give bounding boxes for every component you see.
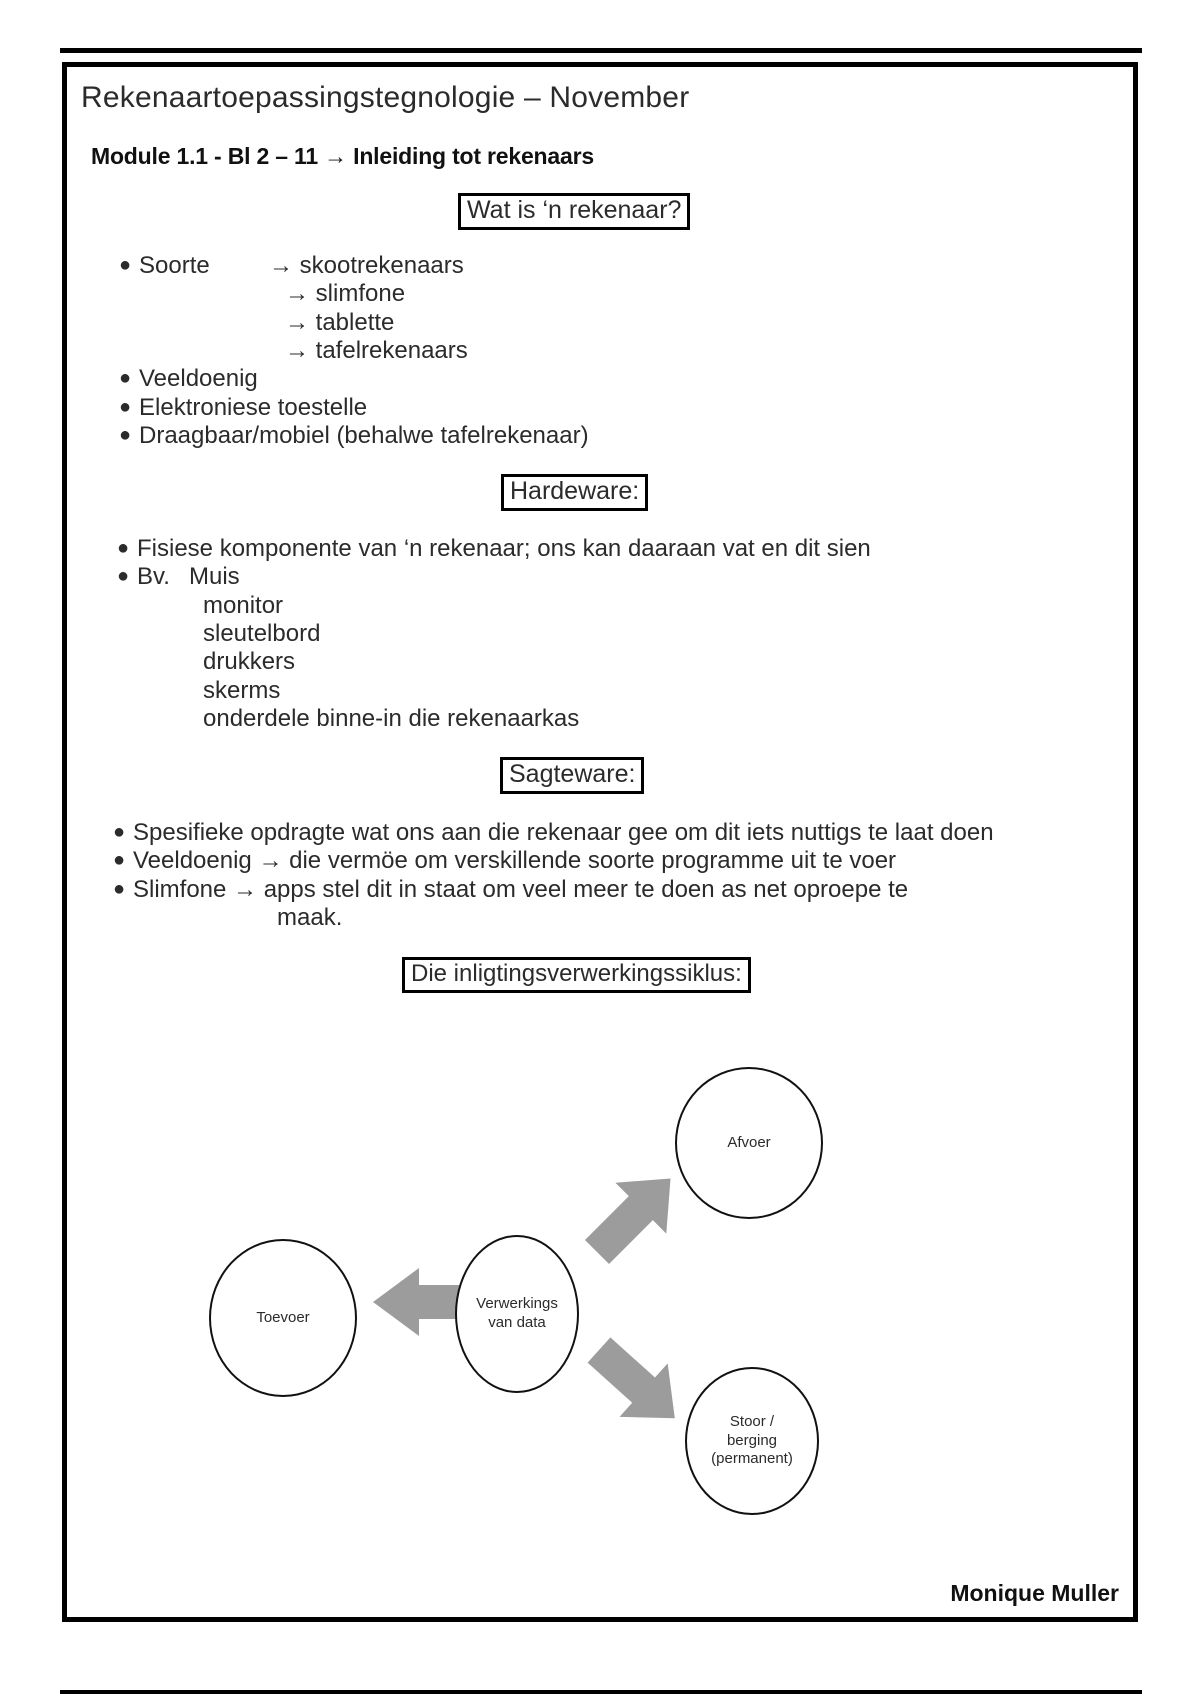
- cycle-node-stoor: Stoor / berging (permanent): [685, 1367, 819, 1515]
- bullet-dot: ●: [118, 423, 132, 446]
- bullet-dot: ●: [112, 877, 126, 900]
- header-rule: [60, 48, 1142, 53]
- list-item-label: Bv.: [137, 563, 170, 591]
- list-item-arrow-4: → tafelrekenaars: [285, 336, 468, 364]
- list-item-arrow-3: → tablette: [285, 308, 395, 336]
- hardware-example-2: sleutelbord: [203, 619, 321, 647]
- list-item: ● Draagbaar/mobiel (behalwe tafelrekenaa…: [111, 422, 1133, 450]
- cycle-arrows: [373, 1178, 675, 1419]
- software-continuation: maak.: [277, 903, 343, 931]
- list-item: ● Veeldoenig → die vermöe om verskillend…: [105, 847, 1133, 875]
- heading-hardware: Hardeware:: [501, 474, 649, 511]
- bullet-dot: ●: [118, 254, 132, 276]
- cycle-node-toevoer: Toevoer: [209, 1239, 357, 1397]
- bullet-dot: ●: [118, 367, 132, 390]
- information-processing-cycle-diagram: Afvoer Toevoer Verwerkings van data Stoo…: [67, 1067, 1143, 1587]
- footer-rule: [60, 1690, 1142, 1694]
- list-item: ● Spesifieke opdragte wat ons aan die re…: [105, 819, 1133, 847]
- list-item: ● Fisiese komponente van ‘n rekenaar; on…: [109, 535, 1133, 563]
- arrow-to-toevoer: [373, 1268, 467, 1336]
- hardware-example-3: drukkers: [203, 648, 296, 676]
- cycle-node-afvoer-label: Afvoer: [727, 1133, 771, 1151]
- list-item: ● Slimfone → apps stel dit in staat om v…: [105, 876, 1133, 904]
- hardware-example-5: onderdele binne-in die rekenaarkas: [203, 704, 580, 732]
- bullet-dot: ●: [112, 849, 126, 872]
- list-item: ● Soorte → skootrekenaars: [111, 252, 1133, 280]
- list-item: ● Bv. Muis: [109, 563, 1133, 591]
- hardware-example-1: monitor: [203, 591, 284, 619]
- list-item-label: Spesifieke opdragte wat ons aan die reke…: [133, 819, 994, 846]
- list-item-label: Draagbaar/mobiel (behalwe tafelrekenaar): [139, 421, 589, 449]
- bullet-dot: ●: [112, 821, 126, 843]
- list-item-arrow-2: → slimfone: [285, 280, 406, 308]
- list-item-arrow-1: → skootrekenaars: [269, 252, 464, 279]
- page-frame: Rekenaartoepassingstegnologie – November…: [62, 62, 1138, 1622]
- cycle-node-afvoer: Afvoer: [675, 1067, 823, 1219]
- arrow-to-stoor: [587, 1337, 675, 1419]
- list-item: ● Veeldoenig: [111, 365, 1133, 393]
- arrow-to-afvoer: [584, 1178, 671, 1265]
- hardware-bullet-list: ● Fisiese komponente van ‘n rekenaar; on…: [67, 535, 1133, 733]
- cycle-node-verwerkings-label: Verwerkings van data: [476, 1295, 558, 1331]
- page-title: Rekenaartoepassingstegnologie – November: [81, 81, 690, 114]
- list-item-label: Fisiese komponente van ‘n rekenaar; ons …: [137, 535, 871, 562]
- list-item-label: Slimfone → apps stel dit in staat om vee…: [133, 875, 909, 903]
- list-item-label: Elektroniese toestelle: [139, 393, 368, 421]
- cycle-node-toevoer-label: Toevoer: [256, 1308, 310, 1326]
- software-bullet-list: ● Spesifieke opdragte wat ons aan die re…: [67, 819, 1133, 932]
- bullet-dot: ●: [116, 537, 130, 559]
- list-item-label: Soorte: [139, 252, 210, 279]
- module-subtitle: Module 1.1 - Bl 2 – 11 → Inleiding tot r…: [91, 143, 594, 169]
- cycle-node-verwerkings: Verwerkings van data: [455, 1235, 579, 1393]
- bullet-dot: ●: [118, 395, 132, 418]
- author-signature: Monique Muller: [950, 1580, 1119, 1606]
- hardware-example-4: skerms: [203, 676, 281, 704]
- heading-what-is-computer: Wat is ‘n rekenaar?: [458, 193, 691, 230]
- what-is-bullet-list: ● Soorte → skootrekenaars → slimfone → t…: [67, 252, 1133, 450]
- cycle-node-stoor-label: Stoor / berging (permanent): [711, 1412, 793, 1468]
- heading-software: Sagteware:: [500, 757, 645, 794]
- list-item-label: Veeldoenig: [139, 365, 258, 393]
- heading-information-cycle: Die inligtingsverwerkingssiklus:: [402, 957, 751, 993]
- bullet-dot: ●: [116, 565, 130, 588]
- list-item: ● Elektroniese toestelle: [111, 394, 1133, 422]
- hardware-example-0: Muis: [189, 563, 240, 591]
- list-item-label: Veeldoenig → die vermöe om verskillende …: [133, 847, 897, 875]
